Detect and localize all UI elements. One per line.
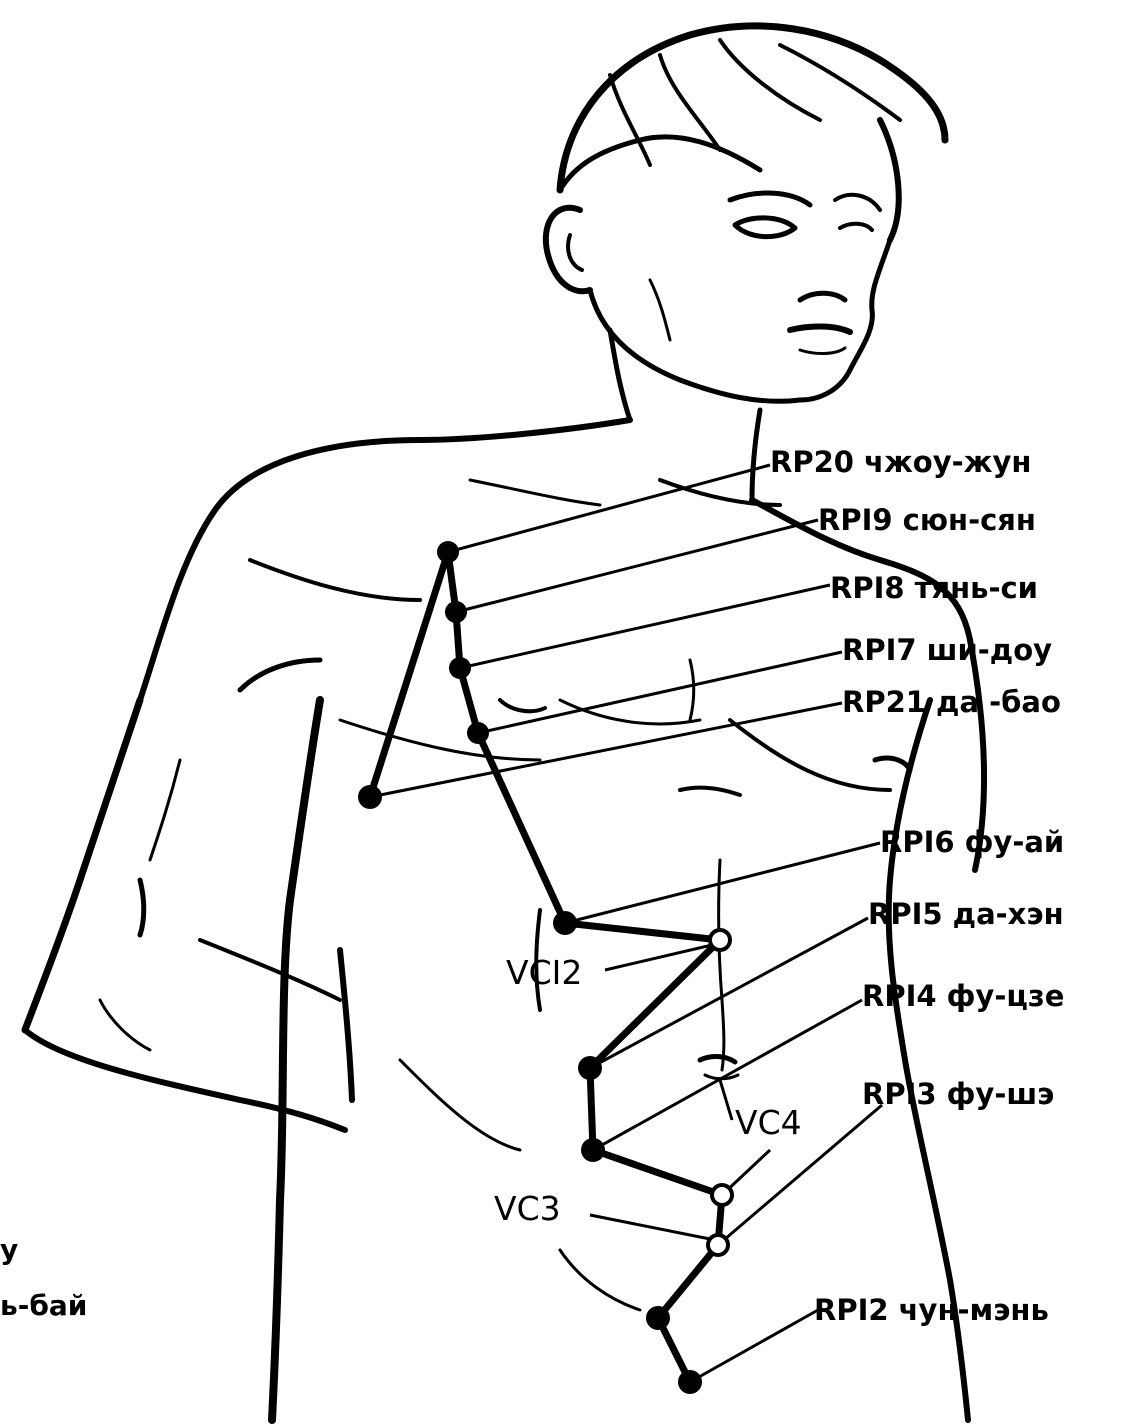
point-vc12: [710, 930, 730, 950]
point-rp12: [678, 1370, 702, 1394]
label-rp13: RPI3 фу-шэ: [862, 1080, 1054, 1109]
head-illustration: [546, 26, 945, 401]
label-rp14: RPI4 фу-цзе: [862, 982, 1064, 1011]
label-edge-2: ь-бай: [0, 1292, 87, 1320]
label-edge-1: у: [0, 1236, 18, 1264]
point-vc4: [712, 1185, 732, 1205]
label-rp20: RP20 чжоу-жун: [770, 448, 1031, 477]
label-vc12: VCI2: [506, 956, 582, 989]
point-rp17: [467, 722, 489, 744]
label-rp19: RPI9 сюн-сян: [818, 506, 1036, 535]
point-rp13: [646, 1306, 670, 1330]
label-rp16: RPI6 фу-ай: [880, 828, 1064, 857]
point-rp15: [578, 1056, 602, 1080]
label-rp17: RPI7 ши-доу: [842, 636, 1052, 665]
point-rp18: [449, 657, 471, 679]
point-vc3: [708, 1235, 728, 1255]
point-rp20: [437, 541, 459, 563]
point-rp19: [445, 601, 467, 623]
point-rp16: [553, 911, 577, 935]
label-rp15: RPI5 да-хэн: [868, 900, 1064, 929]
label-vc4: VC4: [735, 1106, 802, 1139]
point-rp14: [581, 1138, 605, 1162]
label-rp21: RP21 да -бао: [842, 688, 1061, 717]
label-rp12: RPI2 чун-мэнь: [814, 1296, 1049, 1325]
point-rp21: [358, 785, 382, 809]
leader-lines: [370, 465, 882, 1382]
label-rp18: RPI8 тянь-си: [830, 574, 1038, 603]
label-vc3: VC3: [494, 1192, 561, 1225]
torso-illustration: [25, 330, 984, 1420]
